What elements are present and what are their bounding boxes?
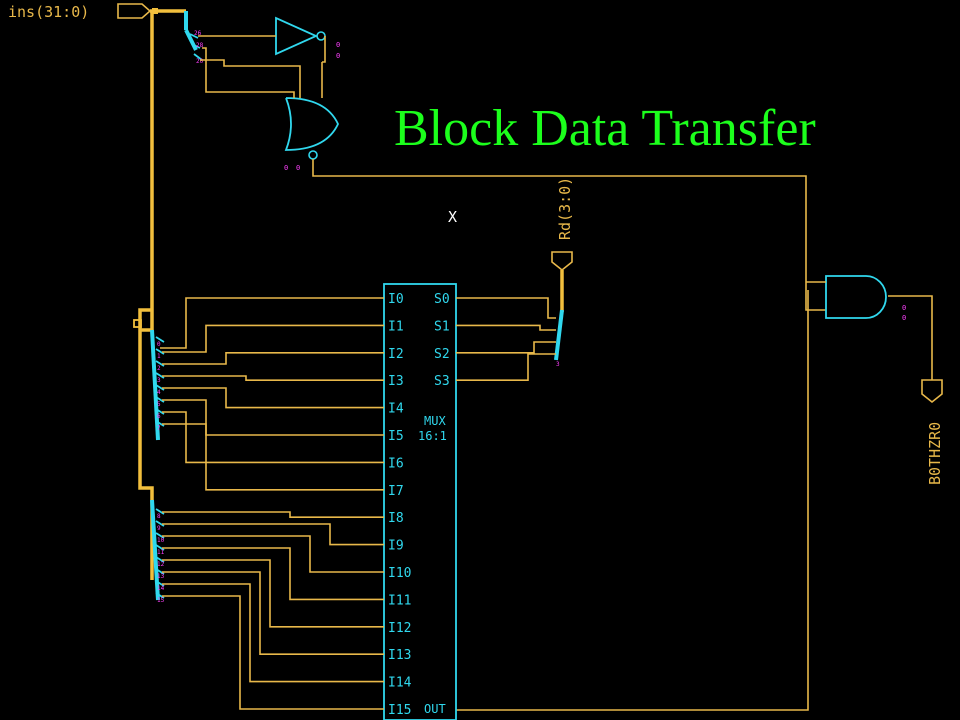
input-wire-10	[162, 535, 384, 573]
mux-select-1: S1	[434, 319, 450, 334]
svg-text:0: 0	[284, 164, 288, 172]
mux-input-2: I2	[388, 347, 404, 362]
svg-text:20: 20	[196, 58, 204, 65]
output-port-symbol[interactable]	[921, 379, 943, 404]
input-port-symbol[interactable]	[117, 3, 152, 19]
svg-text:11: 11	[157, 549, 165, 556]
mux-input-8: I8	[388, 511, 404, 526]
svg-text:9: 9	[157, 525, 161, 532]
input-wire-7	[162, 423, 384, 491]
select-port-symbol[interactable]	[551, 251, 573, 272]
mux-input-6: I6	[388, 456, 404, 471]
input-wire-4	[162, 387, 384, 409]
svg-text:0: 0	[157, 341, 161, 348]
nor-gate[interactable]	[284, 97, 339, 151]
input-wire-3	[162, 375, 384, 382]
mux-input-9: I9	[388, 539, 404, 554]
svg-text:28: 28	[196, 42, 204, 49]
svg-text:15: 15	[157, 597, 165, 604]
input-wire-6	[162, 411, 384, 464]
mux-input-4: I4	[388, 402, 404, 417]
input-wire-0	[160, 297, 384, 349]
input-port-label: ins(31:0)	[8, 3, 89, 21]
mux-input-15: I15	[388, 703, 411, 718]
inverter-gate[interactable]	[275, 16, 319, 56]
svg-text:3: 3	[157, 377, 161, 384]
svg-text:6: 6	[157, 413, 161, 420]
svg-text:4: 4	[157, 389, 161, 396]
mux-input-11: I11	[388, 593, 411, 608]
select-port-label: Rd(3:0)	[556, 177, 574, 240]
svg-text:0: 0	[336, 41, 340, 49]
and-gate[interactable]	[825, 275, 887, 319]
input-wire-14	[162, 583, 384, 683]
mux-input-0: I0	[388, 292, 404, 307]
svg-text:2: 2	[157, 365, 161, 372]
mux-input-5: I5	[388, 429, 404, 444]
input-wire-9	[162, 523, 384, 546]
mux-input-12: I12	[388, 621, 411, 636]
input-wire-15	[162, 595, 384, 710]
svg-text:10: 10	[157, 537, 165, 544]
mux-out-label: OUT	[424, 702, 446, 716]
svg-text:14: 14	[157, 585, 165, 592]
svg-text:12: 12	[157, 561, 165, 568]
svg-text:8: 8	[157, 513, 161, 520]
svg-text:3: 3	[556, 361, 560, 368]
input-wire-13	[162, 571, 384, 656]
output-port-label: B0THZR0	[926, 422, 944, 485]
svg-text:0: 0	[336, 52, 340, 60]
mux-input-14: I14	[388, 676, 412, 691]
mux-input-3: I3	[388, 374, 404, 389]
mux-select-0: S0	[434, 292, 450, 307]
svg-text:7: 7	[157, 425, 161, 432]
mux-input-1: I1	[388, 319, 404, 334]
mux-select-3: S3	[434, 374, 450, 389]
svg-text:26: 26	[194, 30, 202, 37]
mux-input-10: I10	[388, 566, 411, 581]
input-wire-11	[162, 547, 384, 601]
diagram-title: Block Data Transfer	[394, 100, 816, 157]
mux-input-7: I7	[388, 484, 404, 499]
input-wire-2	[162, 351, 384, 365]
mux-body[interactable]	[383, 283, 457, 720]
svg-text:0: 0	[902, 314, 906, 322]
input-wire-5	[162, 399, 384, 436]
mux-ratio: 16:1	[418, 429, 447, 443]
mux-input-13: I13	[388, 648, 411, 663]
mux-select-2: S2	[434, 347, 450, 362]
mux-name: MUX	[424, 414, 446, 428]
marker-x: X	[448, 208, 457, 226]
input-wire-1	[162, 324, 384, 353]
svg-text:0: 0	[902, 304, 906, 312]
svg-text:0: 0	[296, 164, 300, 172]
svg-text:1: 1	[157, 353, 161, 360]
input-wire-8	[162, 511, 384, 519]
input-wire-12	[162, 559, 384, 628]
svg-text:13: 13	[157, 573, 165, 580]
svg-text:5: 5	[157, 401, 161, 408]
